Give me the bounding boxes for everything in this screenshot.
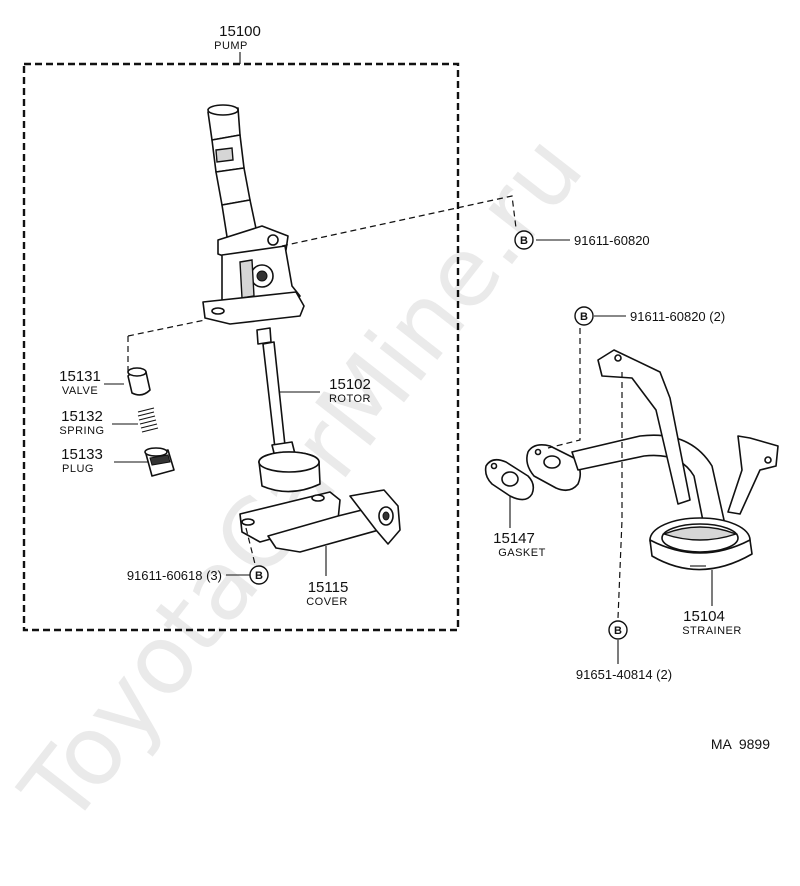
bolt-symbol-pump: B (514, 230, 534, 250)
drawing-code: MA 9899 (711, 736, 770, 752)
cover-caption: COVER (306, 596, 348, 608)
spring-caption: SPRING (59, 425, 104, 437)
bolt-symbol-strainer: B (574, 306, 594, 326)
strainer-number[interactable]: 15104 (683, 608, 725, 625)
plug-caption: PLUG (62, 463, 94, 475)
bolt-number-pump[interactable]: 91611-60820 (574, 233, 650, 248)
gasket-number[interactable]: 15147 (493, 530, 535, 547)
rotor-number[interactable]: 15102 (329, 376, 371, 393)
pump-number[interactable]: 15100 (219, 23, 261, 40)
bolt-number-cover[interactable]: 91611-60618 (3) (127, 568, 222, 583)
svg-text:B: B (580, 311, 588, 323)
pump-body (202, 104, 305, 325)
bolt-number-strainer[interactable]: 91611-60820 (2) (630, 309, 725, 324)
valve-plug (144, 447, 175, 477)
pump-group-frame (22, 62, 460, 632)
valve-number[interactable]: 15131 (59, 368, 101, 385)
gasket (484, 458, 535, 501)
svg-text:B: B (520, 235, 528, 247)
strainer-caption: STRAINER (682, 625, 742, 637)
relief-valve (127, 367, 151, 396)
spring-number[interactable]: 15132 (61, 408, 103, 425)
bolt-symbol-strainer-nut: B (608, 620, 628, 640)
rotor (256, 327, 321, 493)
pump-cover (239, 489, 401, 553)
svg-text:B: B (614, 625, 622, 637)
bolt-symbol-cover: B (249, 565, 269, 585)
oil-strainer (526, 349, 779, 571)
svg-text:B: B (255, 570, 263, 582)
gasket-caption: GASKET (498, 547, 546, 559)
plug-number[interactable]: 15133 (61, 446, 103, 463)
rotor-caption: ROTOR (329, 393, 371, 405)
valve-spring (137, 407, 159, 433)
nut-number-strainer[interactable]: 91651-40814 (2) (576, 667, 672, 682)
valve-caption: VALVE (62, 385, 98, 397)
pump-caption: PUMP (214, 40, 248, 52)
cover-number[interactable]: 15115 (308, 579, 349, 596)
